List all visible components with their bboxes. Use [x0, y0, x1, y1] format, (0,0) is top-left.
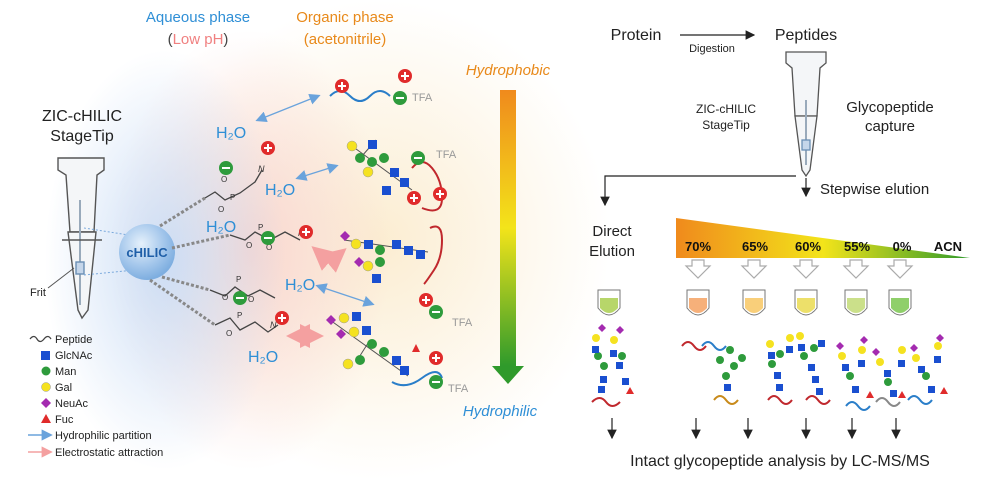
legend-item: Man — [55, 366, 76, 378]
blue-square-icon — [41, 351, 50, 360]
protein-label: Protein — [611, 27, 662, 44]
svg-text:O: O — [226, 329, 232, 338]
water-label: H₂O — [248, 349, 278, 366]
hydrophilic-label: Hydrophilic — [463, 403, 538, 420]
yellow-circle-icon — [41, 382, 51, 392]
tfa-label: TFA — [436, 149, 457, 161]
direct-elution-flow — [600, 175, 796, 207]
legend-item: NeuAc — [55, 398, 89, 410]
acn-label: ACN — [934, 239, 962, 254]
right-tip-line1: ZIC-cHILIC — [696, 102, 756, 116]
plus-charges-chains — [261, 141, 313, 325]
tip-title-line2: StageTip — [50, 128, 114, 145]
low-ph-label: (Low pH) — [168, 31, 229, 48]
percent-label: 65% — [742, 239, 768, 254]
purple-diamond-icon — [41, 398, 51, 408]
wavy-line-icon — [29, 335, 52, 343]
zoom-line-top — [83, 227, 136, 237]
water-label: H₂O — [265, 182, 295, 199]
acn-gradient-wedge — [676, 218, 970, 258]
organic-phase-label: Organic phase — [296, 9, 394, 26]
direct-line2: Elution — [589, 243, 635, 260]
aqueous-phase-label: Aqueous phase — [146, 9, 250, 26]
svg-text:P: P — [237, 311, 242, 320]
legend-item: Fuc — [55, 414, 74, 426]
percent-label: 60% — [795, 239, 821, 254]
legend-item: Electrostatic attraction — [55, 447, 163, 459]
polarity-arrowhead — [492, 366, 524, 384]
svg-text:O: O — [222, 293, 228, 302]
water-label: H₂O — [206, 219, 236, 236]
legend-item: Hydrophilic partition — [55, 430, 152, 442]
tfa-label: TFA — [452, 317, 473, 329]
svg-text:P: P — [236, 275, 241, 284]
svg-text:P: P — [230, 193, 235, 202]
svg-text:N: N — [258, 164, 265, 174]
stagetip-illustration — [57, 157, 105, 320]
glycopeptide-4 — [326, 312, 443, 389]
glycopeptide-3 — [340, 225, 444, 319]
red-triangle-icon — [41, 414, 51, 423]
svg-text:N: N — [270, 320, 277, 330]
water-label: H₂O — [285, 277, 315, 294]
partition-arrows — [255, 93, 375, 307]
right-tip-line2: StageTip — [702, 118, 750, 132]
analysis-label: Intact glycopeptide analysis by LC-MS/MS — [630, 453, 930, 470]
tfa-label: TFA — [412, 92, 433, 104]
frit-label: Frit — [30, 287, 46, 299]
water-labels: H₂O H₂O H₂O H₂O H₂O — [206, 125, 315, 366]
svg-text:P: P — [258, 223, 263, 232]
direct-line1: Direct — [592, 223, 632, 240]
acetonitrile-label: (acetonitrile) — [304, 31, 387, 48]
analysis-arrows — [607, 418, 901, 440]
fraction-tubes — [597, 289, 912, 316]
zoom-line-bottom — [83, 269, 136, 276]
frit-pointer — [47, 267, 75, 289]
svg-text:O: O — [266, 243, 272, 252]
svg-text:O: O — [246, 241, 252, 250]
percent-label: 70% — [685, 239, 711, 254]
svg-text:O: O — [248, 295, 254, 304]
tfa-label: TFA — [448, 383, 469, 395]
green-circle-icon — [41, 366, 51, 376]
legend-item: Peptide — [55, 334, 92, 346]
eluted-glycopeptides — [591, 324, 948, 411]
legend-item: Gal — [55, 382, 72, 394]
svg-text:O: O — [221, 175, 227, 184]
capture-line2: capture — [865, 118, 915, 135]
stagetip-illustration-right — [785, 51, 827, 178]
digestion-label: Digestion — [689, 43, 735, 55]
legend: Peptide GlcNAc Man Gal NeuAc Fuc Hydroph… — [28, 334, 163, 459]
acn-percent-labels: 70% 65% 60% 55% 0% ACN — [685, 239, 962, 254]
legend-item: GlcNAc — [55, 350, 93, 362]
svg-text:O: O — [218, 205, 224, 214]
stepwise-label: Stepwise elution — [820, 181, 929, 198]
polymer-chains — [149, 196, 231, 327]
percent-label: 0% — [893, 239, 912, 254]
water-label: H₂O — [216, 125, 246, 142]
bead-label: cHILIC — [126, 245, 168, 260]
polarity-gradient-bar — [500, 90, 516, 366]
peptide-top — [329, 69, 412, 105]
capture-line1: Glycopeptide — [846, 99, 934, 116]
chilic-bead — [119, 224, 175, 280]
glycopeptide-2 — [346, 139, 447, 212]
peptides-label: Peptides — [775, 27, 837, 44]
percent-label: 55% — [844, 239, 870, 254]
attraction-arrows — [286, 246, 347, 348]
tip-title-line1: ZIC-cHILIC — [42, 108, 122, 125]
hydrophobic-label: Hydrophobic — [466, 62, 551, 79]
minus-charges — [219, 161, 275, 305]
fraction-arrows — [684, 259, 914, 279]
